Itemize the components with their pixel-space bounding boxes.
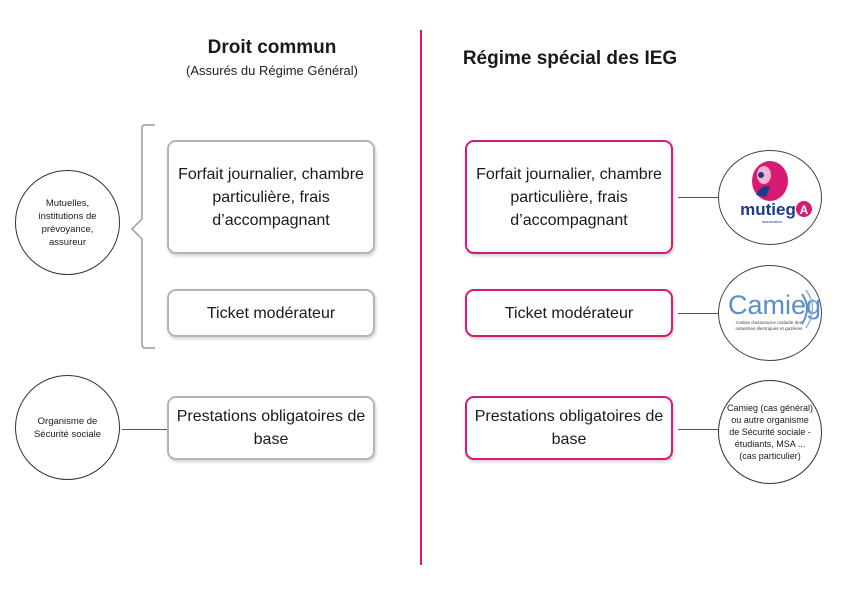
mutuelles-circle: Mutuelles, institutions de prévoyance, a… — [15, 170, 120, 275]
camieg-logo-text: Camieg — [728, 290, 820, 320]
camieg-organisme-circle: Camieg (cas général) ou autre organisme … — [718, 380, 822, 484]
right-forfait-box: Forfait journalier, chambre particulière… — [465, 140, 673, 254]
left-forfait-box: Forfait journalier, chambre particulière… — [167, 140, 375, 254]
right-ticket-label: Ticket modérateur — [504, 304, 634, 322]
left-prestations-box: Prestations obligatoires de base — [167, 396, 375, 460]
right-connector-ticket — [678, 313, 718, 314]
bracket — [130, 124, 155, 349]
organisme-circle: Organisme de Sécurité sociale — [15, 375, 120, 480]
left-connector-prestations — [122, 429, 167, 430]
mutieg-logo-tagline: association — [762, 219, 782, 224]
column-divider — [420, 30, 422, 565]
mutieg-logo-letter: A — [800, 203, 809, 217]
right-ticket-box: Ticket modérateur — [465, 289, 673, 337]
camieg-logo-circle: Camieg Caisse d'assurance maladie des in… — [718, 265, 822, 361]
left-forfait-label: Forfait journalier, chambre particulière… — [178, 165, 364, 229]
left-ticket-label: Ticket modérateur — [206, 304, 336, 322]
mutuelles-label: Mutuelles, institutions de prévoyance, a… — [38, 197, 97, 248]
mutieg-logo: mutieg A association — [740, 160, 812, 224]
mutieg-logo-circle: mutieg A association — [718, 150, 822, 245]
left-title: Droit commun — [207, 37, 337, 58]
right-connector-forfait — [678, 197, 718, 198]
right-prestations-label: Prestations obligatoires de base — [474, 408, 664, 448]
left-subtitle: (Assurés du Régime Général) — [186, 63, 358, 78]
right-connector-prestations — [678, 429, 718, 430]
camieg-logo: Camieg Caisse d'assurance maladie des in… — [728, 289, 820, 331]
right-title: Régime spécial des IEG — [462, 48, 678, 69]
left-ticket-box: Ticket modérateur — [167, 289, 375, 337]
left-prestations-label: Prestations obligatoires de base — [176, 408, 366, 448]
organisme-label: Organisme de Sécurité sociale — [33, 415, 102, 440]
right-forfait-label: Forfait journalier, chambre particulière… — [476, 165, 662, 229]
right-prestations-box: Prestations obligatoires de base — [465, 396, 673, 460]
camieg-organisme-label: Camieg (cas général) ou autre organisme … — [726, 403, 814, 461]
camieg-logo-tagline: Caisse d'assurance maladie des industrie… — [735, 320, 803, 331]
mutieg-logo-text: mutieg — [740, 200, 796, 219]
